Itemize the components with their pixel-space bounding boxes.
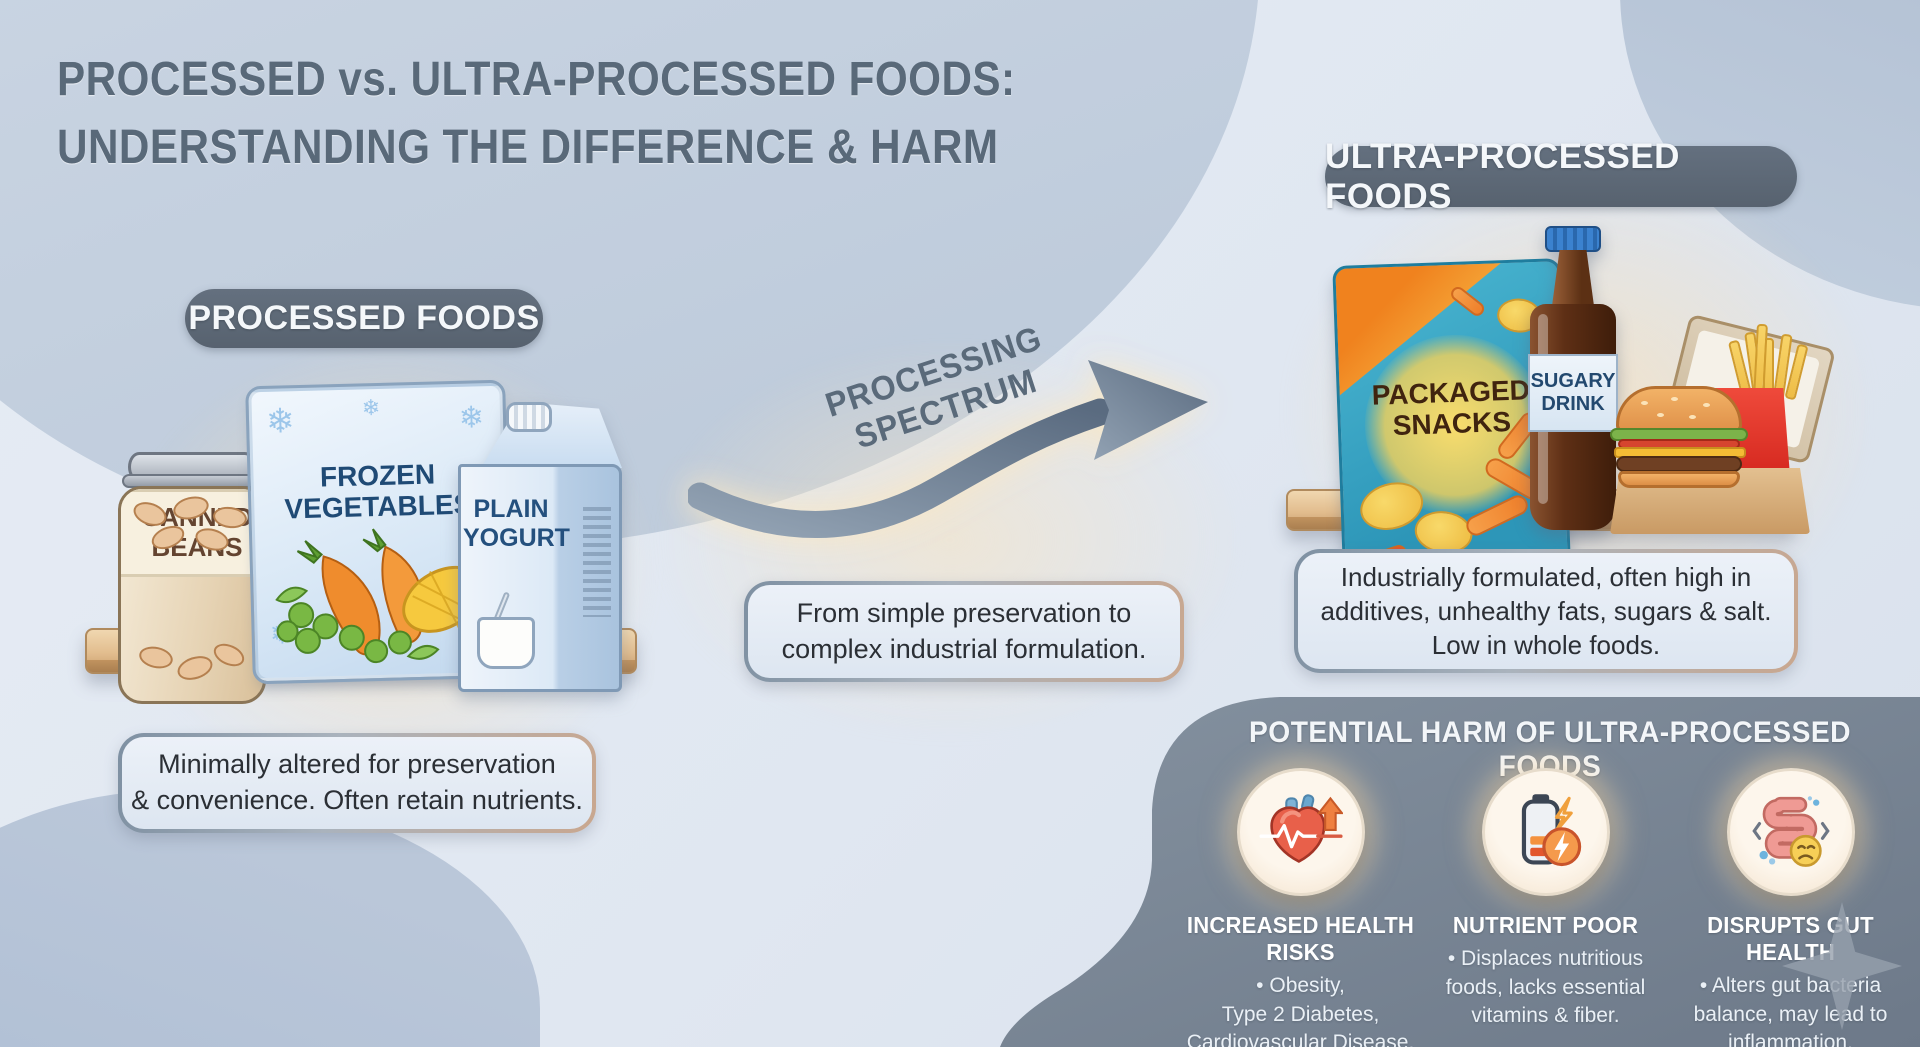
harm-item-title: NUTRIENT POOR (1452, 912, 1639, 938)
plain-yogurt-carton: PLAIN YOGURT (458, 402, 622, 692)
processed-foods-badge: PROCESSED FOODS (185, 289, 543, 348)
harm-item-detail: • Alters gut bacteria balance, may lead … (1693, 974, 1888, 1047)
battery-bolt-graphic (1521, 794, 1581, 867)
harm-item-title: INCREASED HEALTH RISKS (1186, 912, 1415, 965)
intestine-sad-face-graphic (1751, 796, 1830, 867)
spectrum-description-box: From simple preservation to complex indu… (744, 581, 1184, 682)
sesame-seed (1657, 413, 1664, 417)
yogurt-cup (477, 617, 535, 669)
ultra-processed-foods-badge: ULTRA-PROCESSED FOODS (1325, 137, 1797, 216)
low-battery-energy-icon (1481, 768, 1610, 896)
page-title: PROCESSED vs. ULTRA-PROCESSED FOODS: UND… (57, 53, 1016, 175)
ultra-description-box: Industrially formulated, often high in a… (1294, 549, 1798, 673)
sugary-drink-label: SUGARY DRINK (1528, 354, 1618, 432)
heart-ecg-arrow-graphic (1258, 794, 1343, 863)
bean (137, 643, 175, 672)
fast-food-box (1598, 313, 1837, 534)
bottle-neck (1552, 250, 1594, 306)
harm-item-nutrient-poor: NUTRIENT POOR • Displaces nutritious foo… (1423, 768, 1668, 1047)
harm-item-detail: • Displaces nutritious foods, lacks esse… (1445, 947, 1646, 1028)
sesame-seed (1703, 403, 1710, 407)
bun-bottom (1618, 471, 1740, 488)
ultra-description-text: Industrially formulated, often high in a… (1298, 553, 1794, 669)
bean (210, 639, 248, 671)
snowflake-icon: ❄ (265, 402, 296, 441)
spectrum-description-text: From simple preservation to complex indu… (748, 585, 1180, 678)
bun-top (1616, 386, 1742, 432)
processing-spectrum-arrow (686, 338, 1248, 588)
harm-item-gut-health: DISRUPTS GUT HEALTH • Alters gut bacteri… (1668, 768, 1913, 1047)
canned-beans-jar: CANNED BEANS (118, 452, 266, 704)
patty (1616, 456, 1742, 472)
harm-item-health-risks: INCREASED HEALTH RISKS • Obesity, Type 2… (1178, 768, 1423, 1047)
carton-cap (506, 402, 552, 432)
snowflake-icon: ❄ (361, 394, 381, 421)
harm-columns: INCREASED HEALTH RISKS • Obesity, Type 2… (1178, 768, 1913, 1047)
harm-panel (1000, 697, 1920, 1047)
cheeseburger (1610, 386, 1748, 490)
jar-body: CANNED BEANS (118, 486, 266, 704)
plain-yogurt-label: PLAIN YOGURT (463, 495, 570, 552)
sesame-seed (1689, 415, 1696, 419)
harm-panel-heading: POTENTIAL HARM OF ULTRA-PROCESSED FOODS (1249, 716, 1851, 783)
sesame-seed (1641, 401, 1648, 405)
barcode (583, 507, 611, 617)
heart-health-risk-icon (1236, 768, 1365, 896)
carton-body: PLAIN YOGURT (458, 464, 622, 692)
sugary-drink-bottle: SUGARY DRINK (1528, 226, 1618, 530)
gut-health-icon (1726, 768, 1855, 896)
bottle-cap (1545, 226, 1601, 252)
bean (174, 651, 216, 685)
harm-item-detail: • Obesity, Type 2 Diabetes, Cardiovascul… (1186, 974, 1415, 1047)
processed-description-box: Minimally altered for preservation & con… (118, 733, 596, 833)
processed-description-text: Minimally altered for preservation & con… (122, 737, 592, 829)
sesame-seed (1671, 397, 1678, 401)
